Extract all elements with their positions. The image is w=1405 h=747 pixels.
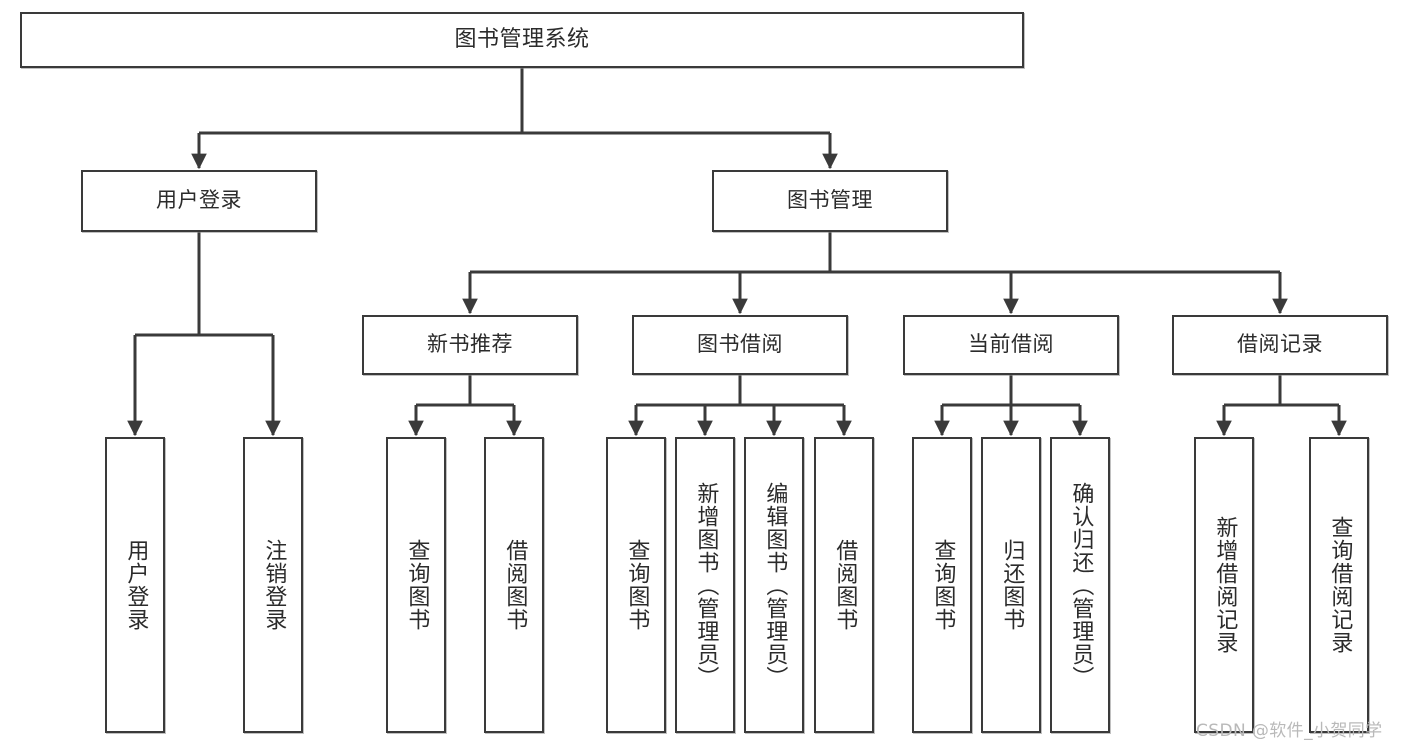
node-current-borrow[interactable]: 当前借阅 [903,315,1119,375]
leaf-user-login-0[interactable]: 用户登录 [105,437,165,733]
leaf-user-login-1[interactable]: 注销登录 [243,437,303,733]
leaf-new-book-1[interactable]: 借阅图书 [484,437,544,733]
leaf-book-borrow-0-label: 查询图书 [624,539,650,631]
node-book-borrow-label: 图书借阅 [697,332,783,357]
leaf-book-borrow-1[interactable]: 新增图书（管理员） [675,437,735,733]
leaf-borrow-record-1[interactable]: 查询借阅记录 [1309,437,1369,733]
leaf-current-borrow-1-label: 归还图书 [999,539,1025,631]
leaf-book-borrow-2[interactable]: 编辑图书（管理员） [744,437,804,733]
node-current-borrow-label: 当前借阅 [968,332,1054,357]
node-borrow-record[interactable]: 借阅记录 [1172,315,1388,375]
leaf-user-login-1-label: 注销登录 [261,539,287,631]
leaf-borrow-record-0[interactable]: 新增借阅记录 [1194,437,1254,733]
leaf-borrow-record-0-label: 新增借阅记录 [1212,516,1238,654]
leaf-new-book-1-label: 借阅图书 [502,539,528,631]
leaf-book-borrow-1-label: 新增图书（管理员） [693,481,719,689]
node-book-management[interactable]: 图书管理 [712,170,948,232]
leaf-new-book-0-label: 查询图书 [404,539,430,631]
leaf-new-book-0[interactable]: 查询图书 [386,437,446,733]
node-borrow-record-label: 借阅记录 [1237,332,1323,357]
leaf-book-borrow-0[interactable]: 查询图书 [606,437,666,733]
node-root-label: 图书管理系统 [454,26,590,52]
node-user-login-label: 用户登录 [156,188,242,213]
leaf-book-borrow-3-label: 借阅图书 [832,539,858,631]
leaf-current-borrow-2-label: 确认归还（管理员） [1068,481,1094,689]
node-root[interactable]: 图书管理系统 [20,12,1024,68]
node-new-book-recommend-label: 新书推荐 [427,332,513,357]
leaf-current-borrow-0-label: 查询图书 [930,539,956,631]
leaf-current-borrow-0[interactable]: 查询图书 [912,437,972,733]
node-book-management-label: 图书管理 [787,188,873,213]
leaf-book-borrow-3[interactable]: 借阅图书 [814,437,874,733]
leaf-current-borrow-1[interactable]: 归还图书 [981,437,1041,733]
node-user-login[interactable]: 用户登录 [81,170,317,232]
leaf-borrow-record-1-label: 查询借阅记录 [1327,516,1353,654]
leaf-book-borrow-2-label: 编辑图书（管理员） [762,481,788,689]
leaf-current-borrow-2[interactable]: 确认归还（管理员） [1050,437,1110,733]
leaf-user-login-0-label: 用户登录 [123,539,149,631]
node-new-book-recommend[interactable]: 新书推荐 [362,315,578,375]
node-book-borrow[interactable]: 图书借阅 [632,315,848,375]
